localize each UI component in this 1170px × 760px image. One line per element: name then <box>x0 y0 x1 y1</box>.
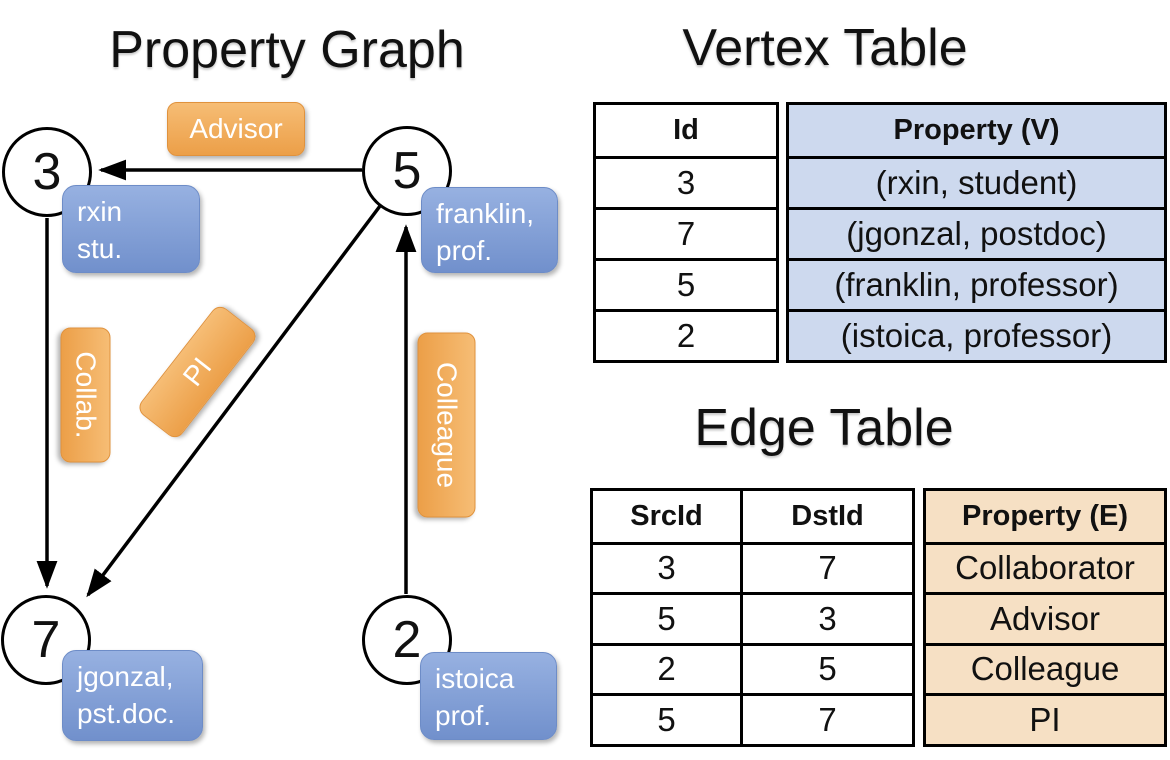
edge-5-to-7 <box>86 204 382 598</box>
edge-table-cell-dstid: 3 <box>743 592 912 643</box>
property-graph-title: Property Graph <box>109 21 465 79</box>
edge-table-header-dstid: DstId <box>791 499 864 532</box>
edge-table-cell-property: Colleague <box>926 642 1164 693</box>
edge-table-cell-srcid: 5 <box>593 592 740 643</box>
vertex-table-cell-id: 3 <box>596 156 776 207</box>
vertex-property-box-5: franklin, prof. <box>421 187 558 273</box>
edge-table-cell-dstid: 7 <box>743 693 912 744</box>
edge-table-property-column: Property (E) Collaborator Advisor Collea… <box>923 488 1167 747</box>
edge-table-cell-property: PI <box>926 693 1164 744</box>
vertex-property-7-line1: jgonzal, <box>77 661 174 692</box>
edge-table-title: Edge Table <box>694 399 954 457</box>
vertex-table-property-column: Property (V) (rxin, student) (jgonzal, p… <box>786 102 1167 363</box>
vertex-property-5-line2: prof. <box>436 234 493 266</box>
vertex-property-3-line2: stu. <box>77 232 123 264</box>
edge-table-dstid-column: DstId 7 3 5 7 <box>740 491 912 744</box>
vertex-table-header-property: Property (V) <box>789 105 1164 156</box>
vertex-property-7-line2: pst.doc. <box>77 697 176 729</box>
edge-table-cell-property: Collaborator <box>926 541 1164 592</box>
edge-label-colleague: Colleague <box>417 332 476 518</box>
edge-label-collab: Collab. <box>60 327 111 463</box>
vertex-table-cell-id: 2 <box>596 309 776 360</box>
vertex-table-title: Vertex Table <box>682 19 968 77</box>
vertex-node-2: 2 <box>362 595 452 685</box>
vertex-table-cell-property: (rxin, student) <box>789 156 1164 207</box>
edge-table-cell-srcid: 2 <box>593 642 740 694</box>
vertex-node-2-id: 2 <box>392 611 422 669</box>
edge-table-header-property: Property (E) <box>926 491 1164 542</box>
edge-table-srcid-column: SrcId 3 5 2 5 <box>593 491 740 744</box>
edge-table-cell-srcid: 5 <box>593 693 740 744</box>
vertex-property-5-line1: franklin, <box>436 198 535 229</box>
edge-table-cell-dstid: 7 <box>743 541 912 593</box>
vertex-table-cell-property: (franklin, professor) <box>789 258 1164 309</box>
vertex-table-header-id: Id <box>673 114 699 146</box>
vertex-node-5-id: 5 <box>392 142 422 200</box>
vertex-table-cell-property: (jgonzal, postdoc) <box>789 207 1164 258</box>
edge-label-advisor: Advisor <box>167 102 305 156</box>
vertex-property-box-7: jgonzal, pst.doc. <box>62 650 203 741</box>
graph-edges <box>36 159 417 598</box>
vertex-node-3-id: 3 <box>32 143 62 201</box>
vertex-property-2-line2: prof. <box>435 699 492 731</box>
vertex-property-3-line1: rxin <box>77 196 123 227</box>
vertex-property-box-2: istoica prof. <box>420 652 557 740</box>
edge-table-id-columns: SrcId 3 5 2 5 DstId 7 3 5 7 <box>590 488 915 747</box>
vertex-table-cell-id: 5 <box>596 258 776 309</box>
vertex-property-2-line1: istoica <box>435 663 515 694</box>
edge-table-header-srcid: SrcId <box>630 499 703 532</box>
edge-table-cell-srcid: 3 <box>593 541 740 593</box>
edge-table-cell-property: Advisor <box>926 592 1164 643</box>
vertex-node-5: 5 <box>362 126 452 216</box>
vertex-table-cell-id: 7 <box>596 207 776 258</box>
edge-table-cell-dstid: 5 <box>743 642 912 694</box>
vertex-node-7-id: 7 <box>31 611 61 669</box>
vertex-property-box-3: rxin stu. <box>62 185 200 273</box>
vertex-table-id-column: Id 3 7 5 2 <box>593 102 779 363</box>
vertex-table-cell-property: (istoica, professor) <box>789 309 1164 360</box>
